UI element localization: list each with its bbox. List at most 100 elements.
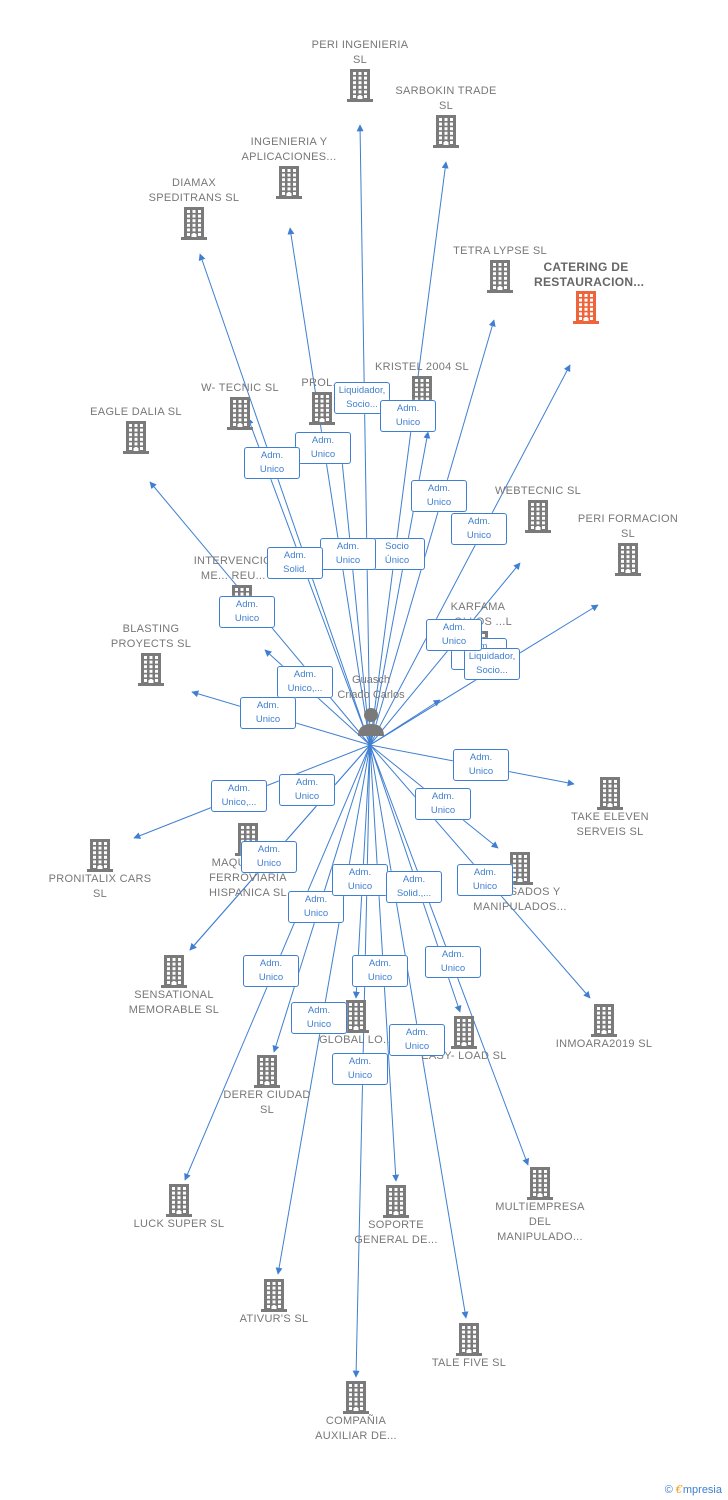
building-icon-wrap <box>386 114 506 148</box>
building-icon-wrap <box>296 999 416 1033</box>
relation-label-talefive[interactable]: Adm.Unico <box>389 1024 445 1056</box>
company-node-sensational-memorable-sl[interactable]: SENSATIONAL MEMORABLE SL <box>114 954 234 1018</box>
company-name: ATIVUR'S SL <box>239 1313 309 1325</box>
building-icon <box>87 839 113 872</box>
edge-sarbokin <box>369 161 449 746</box>
center-person[interactable]: Guasch Criado Carlos <box>336 673 406 737</box>
relation-label-ativurs[interactable]: Adm.Unico <box>291 1002 347 1034</box>
relation-label-sarbokin[interactable]: Adm.Unico <box>380 400 436 432</box>
relation-label-envasados[interactable]: Adm.Unico <box>415 788 471 820</box>
building-icon-wrap <box>568 542 688 576</box>
company-node-blasting-proyects-sl[interactable]: BLASTING PROYECTS SL <box>91 622 211 686</box>
building-icon <box>254 1055 280 1088</box>
company-node-luck-super-sl[interactable]: LUCK SUPER SL <box>119 1183 239 1232</box>
company-node-derer-ciudad-sl[interactable]: DERER CIUDAD SL <box>207 1054 327 1118</box>
footer-brand[interactable]: © €mpresia <box>665 1483 722 1496</box>
relation-label-global[interactable]: Adm.Unico <box>332 864 388 896</box>
company-name: SENSATIONAL MEMORABLE SL <box>128 989 220 1016</box>
building-icon <box>161 955 187 988</box>
company-node-inmoara2019-sl[interactable]: INMOARA2019 SL <box>544 1003 664 1052</box>
relation-label-pronitalix[interactable]: Adm.Unico,... <box>211 780 267 812</box>
building-icon <box>487 260 513 293</box>
person-icon <box>358 708 384 736</box>
relation-label-derer[interactable]: Adm.Unico <box>241 841 297 873</box>
company-node-w-tecnic-sl[interactable]: W- TECNIC SL <box>180 381 300 430</box>
relation-label-inmoara[interactable]: Adm.Unico <box>457 864 513 896</box>
relation-label-eagle[interactable]: Adm.Unico <box>219 596 275 628</box>
edge-karfama <box>369 699 441 746</box>
relation-label-diamax[interactable]: Adm.Unico <box>244 447 300 479</box>
relation-label-tetra[interactable]: Adm.Unico <box>411 480 467 512</box>
company-name: SOPORTE GENERAL DE... <box>354 1219 438 1246</box>
company-node-webtecnic-sl[interactable]: WEBTECNIC SL <box>478 484 598 533</box>
relation-label-periform[interactable]: Liquidador,Socio... <box>464 648 520 680</box>
company-node-tale-five-sl[interactable]: TALE FIVE SL <box>409 1322 529 1371</box>
company-node-ingenieria-y-aplicaciones[interactable]: INGENIERIA Y APLICACIONES... <box>229 135 349 199</box>
relation-label-soporte[interactable]: Adm.Unico <box>352 955 408 987</box>
building-icon-wrap <box>114 954 234 988</box>
company-node-multiempresa-del-manipulado[interactable]: MULTIEMPRESA DEL MANIPULADO... <box>480 1166 600 1245</box>
company-name: INMOARA2019 SL <box>555 1038 653 1050</box>
relation-label-wtecnic[interactable]: Adm.Solid. <box>267 547 323 579</box>
company-node-sarbokin-trade-sl[interactable]: SARBOKIN TRADE SL <box>386 84 506 148</box>
company-node-prol[interactable]: PROL... <box>262 376 382 425</box>
company-name: EAGLE DALIA SL <box>90 406 182 418</box>
building-icon <box>343 1381 369 1414</box>
edge-webtecnic <box>369 562 521 746</box>
company-name: LUCK SUPER SL <box>133 1218 225 1230</box>
relation-label-karfama[interactable]: Adm.Unico <box>426 619 482 651</box>
company-node-take-eleven-serveis-sl[interactable]: TAKE ELEVEN SERVEIS SL <box>550 776 670 840</box>
brand-name: mpresia <box>682 1484 722 1496</box>
building-icon <box>309 392 335 425</box>
edge-prol <box>337 439 371 746</box>
relation-label-sensational[interactable]: Adm.Unico <box>288 891 344 923</box>
building-icon-wrap <box>478 499 598 533</box>
building-icon-wrap <box>300 68 420 102</box>
relation-label-ingenieria[interactable]: Adm.Unico <box>295 432 351 464</box>
relation-label-catering[interactable]: Adm.Unico <box>451 513 507 545</box>
building-icon-wrap <box>550 776 670 810</box>
relation-label-luck[interactable]: Adm.Unico <box>243 955 299 987</box>
company-node-global-lo[interactable]: GLOBAL LO... <box>296 999 416 1048</box>
building-icon-wrap <box>336 1184 456 1218</box>
company-name: BLASTING PROYECTS SL <box>110 623 192 650</box>
company-name: GLOBAL LO... <box>318 1034 394 1046</box>
relation-label-blasting[interactable]: Adm.Unico <box>240 697 296 729</box>
building-icon-wrap <box>296 1380 416 1414</box>
company-node-compa-ia-auxiliar-de[interactable]: COMPAÑIA AUXILIAR DE... <box>296 1380 416 1444</box>
relation-label-compania[interactable]: Adm.Unico <box>332 1053 388 1085</box>
company-node-diamax-speditrans-sl[interactable]: DIAMAX SPEDITRANS SL <box>134 176 254 240</box>
edge-diamax <box>198 253 371 746</box>
company-node-eagle-dalia-sl[interactable]: EAGLE DALIA SL <box>76 405 196 454</box>
building-icon <box>525 500 551 533</box>
company-name: PERI FORMACION SL <box>577 513 679 540</box>
company-node-catering-de-restauracion[interactable]: CATERING DE RESTAURACION... <box>526 260 646 324</box>
building-icon <box>597 777 623 810</box>
company-node-peri-formacion-sl[interactable]: PERI FORMACION SL <box>568 512 688 576</box>
building-icon <box>383 1185 409 1218</box>
company-node-pronitalix-cars-sl[interactable]: PRONITALIX CARS SL <box>40 838 160 902</box>
building-icon <box>276 166 302 199</box>
company-node-tetra-lypse-sl[interactable]: TETRA LYPSE SL <box>440 244 560 293</box>
relation-label-easyload[interactable]: Adm.Solid.,... <box>386 871 442 903</box>
company-name: COMPAÑIA AUXILIAR DE... <box>315 1415 397 1442</box>
building-icon <box>166 1184 192 1217</box>
building-icon <box>347 69 373 102</box>
building-icon <box>615 543 641 576</box>
relation-label-take[interactable]: Adm.Unico <box>453 749 509 781</box>
company-name: TALE FIVE SL <box>431 1357 507 1369</box>
building-icon-wrap <box>460 851 580 885</box>
building-icon-wrap <box>404 1015 524 1049</box>
relation-label-prol[interactable]: Adm.Unico <box>320 538 376 570</box>
building-icon-wrap <box>544 1003 664 1037</box>
building-icon-wrap <box>526 290 646 324</box>
building-icon-wrap <box>207 1054 327 1088</box>
relation-label-multiempresa[interactable]: Adm.Unico <box>425 946 481 978</box>
company-node-soporte-general-de[interactable]: SOPORTE GENERAL DE... <box>336 1184 456 1248</box>
company-node-ativur-s-sl[interactable]: ATIVUR'S SL <box>214 1278 334 1327</box>
company-node-peri-ingenieria-sl[interactable]: PERI INGENIERIA SL <box>300 38 420 102</box>
relation-label-maquinaria[interactable]: Adm.Unico <box>279 774 335 806</box>
building-icon <box>507 852 533 885</box>
relation-label-intervencion[interactable]: Adm.Unico,... <box>277 666 333 698</box>
